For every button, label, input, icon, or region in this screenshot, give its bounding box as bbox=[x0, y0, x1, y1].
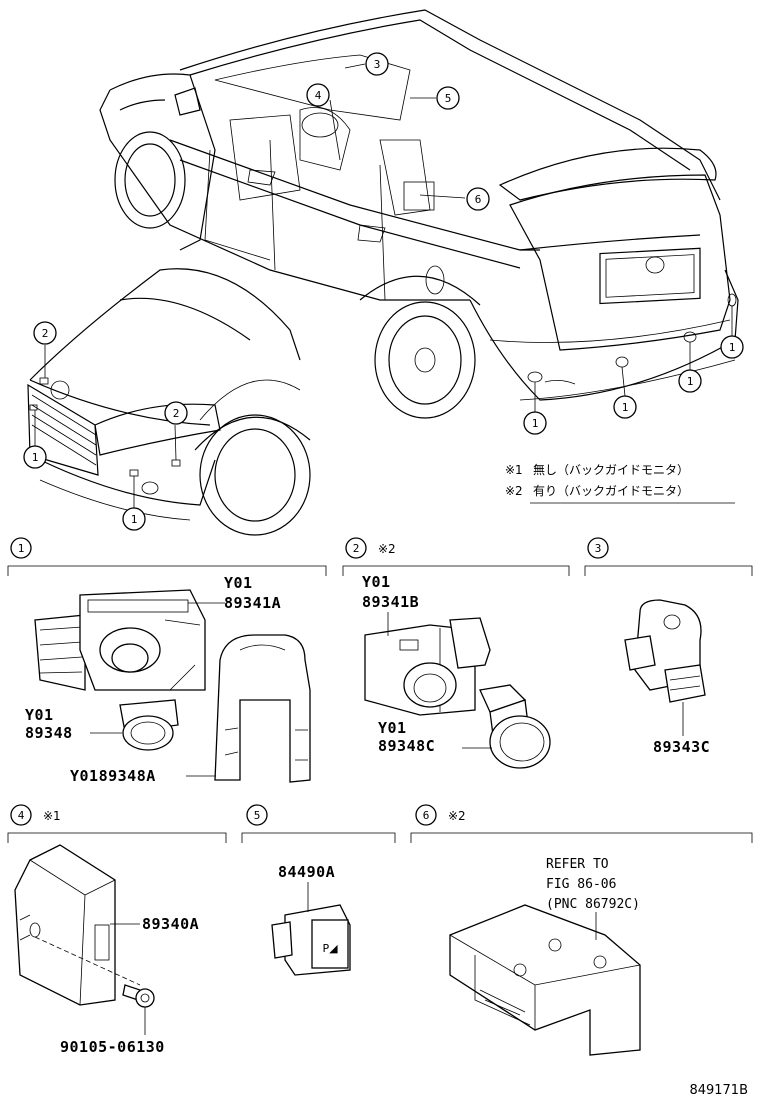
part-prefix-89348: Y01 bbox=[25, 706, 54, 724]
part-number-89341B: 89341B bbox=[362, 593, 419, 611]
part-89341B-bracket bbox=[364, 617, 491, 716]
svg-text:4: 4 bbox=[18, 809, 25, 822]
callout-2: 2 bbox=[164, 401, 188, 425]
section-header-1: 1 bbox=[7, 537, 327, 576]
part-number-89348: 89348 bbox=[25, 724, 73, 742]
part-number-89340A: 89340A bbox=[142, 915, 199, 933]
part-number-89348A: Y0189348A bbox=[70, 767, 156, 785]
svg-text:4: 4 bbox=[315, 89, 322, 102]
part-number-89341A: 89341A bbox=[224, 594, 281, 612]
callout-1: 1 bbox=[720, 335, 744, 359]
part-89348A-cover bbox=[214, 634, 311, 783]
svg-text:1: 1 bbox=[532, 417, 539, 430]
front-callout-leaders bbox=[34, 345, 177, 508]
svg-text:6: 6 bbox=[475, 193, 482, 206]
section-header-4: 4 ※1 bbox=[7, 804, 227, 843]
part-prefix-89341A: Y01 bbox=[224, 574, 253, 592]
vehicle-rear-view bbox=[99, 9, 739, 419]
refer-line-3: (PNC 86792C) bbox=[546, 897, 640, 912]
part-number-84490A: 84490A bbox=[278, 863, 335, 881]
callout-5: 5 bbox=[436, 86, 460, 110]
refer-line-1: REFER TO bbox=[546, 857, 609, 872]
svg-text:※2: ※2 bbox=[448, 809, 466, 823]
callout-2: 2 bbox=[33, 321, 57, 345]
section-header-6: 6 ※2 bbox=[410, 804, 753, 843]
part-89348-sensor bbox=[119, 699, 179, 751]
part-number-90105: 90105-06130 bbox=[60, 1038, 165, 1056]
callout-1: 1 bbox=[613, 395, 637, 419]
section-header-3: 3 bbox=[584, 537, 753, 576]
notes: ※1 無し（バックガイドモニタ） ※2 有り（バックガイドモニタ） bbox=[505, 462, 735, 504]
part-number-89343C: 89343C bbox=[653, 738, 710, 756]
rear-callout-leaders bbox=[329, 63, 733, 412]
part-86792C-unit bbox=[449, 904, 641, 1056]
svg-text:2: 2 bbox=[173, 407, 180, 420]
svg-text:1: 1 bbox=[729, 341, 736, 354]
svg-text:5: 5 bbox=[445, 92, 452, 105]
figure-id: 849171B bbox=[689, 1083, 748, 1098]
callout-3: 3 bbox=[365, 52, 389, 76]
part-89341A-bracket bbox=[34, 589, 206, 691]
note-2-text: 有り（バックガイドモニタ） bbox=[533, 484, 689, 498]
section-header-5: 5 bbox=[241, 804, 396, 843]
part-89343C-switch bbox=[624, 599, 706, 703]
svg-text:※1: ※1 bbox=[43, 809, 61, 823]
section-header-2: 2 ※2 bbox=[342, 537, 570, 576]
svg-text:※2: ※2 bbox=[378, 542, 396, 556]
svg-text:1: 1 bbox=[131, 513, 138, 526]
svg-text:2: 2 bbox=[42, 327, 49, 340]
callout-1: 1 bbox=[523, 411, 547, 435]
note-1-mark: ※1 bbox=[505, 463, 523, 477]
svg-text:5: 5 bbox=[254, 809, 261, 822]
callout-1: 1 bbox=[122, 507, 146, 531]
callout-6: 6 bbox=[466, 187, 490, 211]
part-90105-bolt bbox=[122, 984, 155, 1008]
svg-text:2: 2 bbox=[353, 542, 360, 555]
svg-text:3: 3 bbox=[595, 542, 602, 555]
callout-4: 4 bbox=[306, 83, 330, 107]
note-2-mark: ※2 bbox=[505, 484, 523, 498]
note-1-text: 無し（バックガイドモニタ） bbox=[533, 462, 689, 477]
refer-line-2: FIG 86-06 bbox=[546, 877, 616, 892]
svg-text:3: 3 bbox=[374, 58, 381, 71]
part-prefix-89348C: Y01 bbox=[378, 719, 407, 737]
part-89340A-ecu bbox=[14, 844, 141, 1006]
part-84490A-switch: P◢ bbox=[271, 904, 351, 976]
svg-text:6: 6 bbox=[423, 809, 430, 822]
svg-text:1: 1 bbox=[32, 451, 39, 464]
svg-text:1: 1 bbox=[687, 375, 694, 388]
part-number-89348C: 89348C bbox=[378, 737, 435, 755]
svg-text:P◢: P◢ bbox=[322, 942, 338, 955]
svg-text:1: 1 bbox=[622, 401, 629, 414]
vehicle-front-view bbox=[27, 268, 311, 536]
part-89348C-sensor bbox=[479, 684, 551, 769]
svg-text:1: 1 bbox=[18, 542, 25, 555]
callout-1: 1 bbox=[678, 369, 702, 393]
callout-1: 1 bbox=[23, 445, 47, 469]
part-prefix-89341B: Y01 bbox=[362, 573, 391, 591]
